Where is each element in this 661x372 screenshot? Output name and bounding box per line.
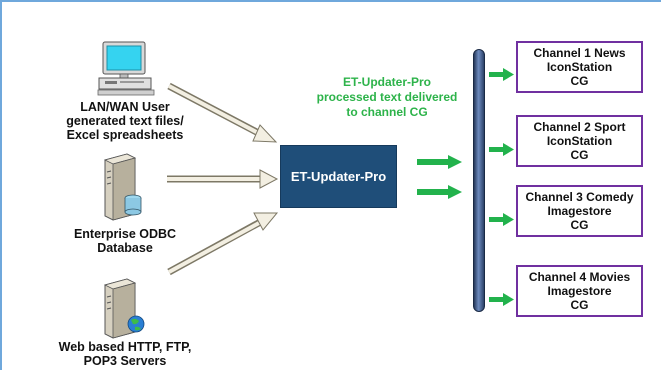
- channel-1-device: IconStation: [546, 60, 613, 74]
- odbc-label-line: Database: [97, 241, 153, 255]
- web-label-line: POP3 Servers: [83, 354, 167, 368]
- channel-2-box: Channel 2 Sport IconStation CG: [516, 115, 643, 167]
- bus-to-channel-4-arrow: [489, 293, 514, 306]
- et-updater-pro-box: ET-Updater-Pro: [280, 145, 397, 208]
- database-server-icon: [103, 153, 142, 221]
- channel-2-device: IconStation: [546, 134, 613, 148]
- bus-to-channel-1-arrow: [489, 68, 514, 81]
- web-label-line: Web based HTTP, FTP,: [58, 340, 192, 354]
- lan-label-line: Excel spreadsheets: [66, 128, 184, 142]
- lan-label-line: generated text files/: [66, 114, 184, 128]
- bus-to-channel-2-arrow: [489, 143, 514, 156]
- channel-4-name: Channel 4 Movies: [528, 270, 631, 284]
- channel-1-name: Channel 1 News: [533, 46, 626, 60]
- core-to-bus-arrow-lower: [417, 185, 462, 199]
- distribution-bus: [473, 49, 485, 312]
- lan-label-line: LAN/WAN User: [80, 100, 170, 114]
- channel-2-cg: CG: [570, 148, 589, 162]
- web-server-icon: [103, 278, 145, 339]
- channel-3-cg: CG: [570, 218, 589, 232]
- channel-3-name: Channel 3 Comedy: [525, 190, 634, 204]
- channel-4-box: Channel 4 Movies Imagestore CG: [516, 265, 643, 317]
- channel-2-name: Channel 2 Sport: [533, 120, 626, 134]
- caption-line: ET-Updater-Pro: [342, 75, 431, 89]
- core-box-label: ET-Updater-Pro: [290, 169, 387, 184]
- lan-source-label: LAN/WAN User generated text files/ Excel…: [52, 100, 198, 142]
- channel-1-cg: CG: [570, 74, 589, 88]
- delivery-caption: ET-Updater-Pro processed text delivered …: [302, 75, 472, 120]
- odbc-source-label: Enterprise ODBC Database: [52, 227, 198, 255]
- channel-4-device: Imagestore: [547, 284, 612, 298]
- core-to-bus-arrow-upper: [417, 155, 462, 169]
- web-source-label: Web based HTTP, FTP, POP3 Servers: [46, 340, 204, 368]
- channel-4-cg: CG: [570, 298, 589, 312]
- bus-to-channel-3-arrow: [489, 213, 514, 226]
- caption-line: to channel CG: [346, 105, 428, 119]
- channel-3-box: Channel 3 Comedy Imagestore CG: [516, 185, 643, 237]
- computer-icon: [97, 41, 155, 96]
- channel-3-device: Imagestore: [547, 204, 612, 218]
- caption-line: processed text delivered: [316, 90, 458, 104]
- channel-1-box: Channel 1 News IconStation CG: [516, 41, 643, 93]
- odbc-label-line: Enterprise ODBC: [73, 227, 177, 241]
